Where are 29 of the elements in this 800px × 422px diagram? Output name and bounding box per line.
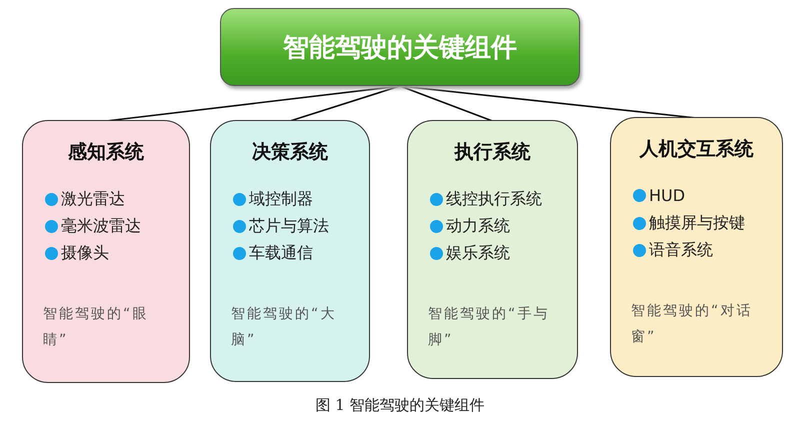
list-item: 车载通信 bbox=[249, 243, 313, 264]
title-box bbox=[220, 8, 580, 86]
connector-line bbox=[290, 85, 400, 122]
card-heading: 执行系统 bbox=[453, 140, 532, 165]
list-item: 激光雷达 bbox=[61, 189, 125, 210]
list-item: 域控制器 bbox=[249, 189, 313, 210]
list-item: 语音系统 bbox=[649, 240, 713, 261]
card-note: 智能驾驶的“眼睛” bbox=[43, 305, 150, 350]
category-card bbox=[210, 120, 370, 382]
list-item: 摄像头 bbox=[61, 243, 109, 264]
list-item: 动力系统 bbox=[446, 216, 510, 237]
category-card bbox=[22, 120, 190, 383]
connector-line bbox=[400, 85, 493, 122]
root-node-label: 智能驾驶的关键组件 bbox=[283, 32, 517, 64]
list-item: 娱乐系统 bbox=[446, 243, 510, 264]
category-card bbox=[407, 120, 578, 379]
figure-caption: 图 1 智能驾驶的关键组件 bbox=[314, 396, 486, 415]
list-item: 芯片与算法 bbox=[249, 216, 329, 237]
list-item: 线控执行系统 bbox=[446, 189, 542, 210]
card-note: 智能驾驶的“手与脚” bbox=[428, 305, 550, 350]
card-note: 智能驾驶的“大脑” bbox=[231, 305, 338, 350]
list-item: 触摸屏与按键 bbox=[649, 213, 745, 234]
card-note: 智能驾驶的“对话窗” bbox=[631, 302, 754, 347]
card-heading: 人机交互系统 bbox=[638, 137, 754, 162]
category-card bbox=[610, 117, 783, 377]
list-item: HUD bbox=[649, 186, 686, 205]
card-heading: 决策系统 bbox=[251, 140, 329, 165]
card-heading: 感知系统 bbox=[67, 140, 145, 165]
list-item: 毫米波雷达 bbox=[61, 216, 141, 237]
